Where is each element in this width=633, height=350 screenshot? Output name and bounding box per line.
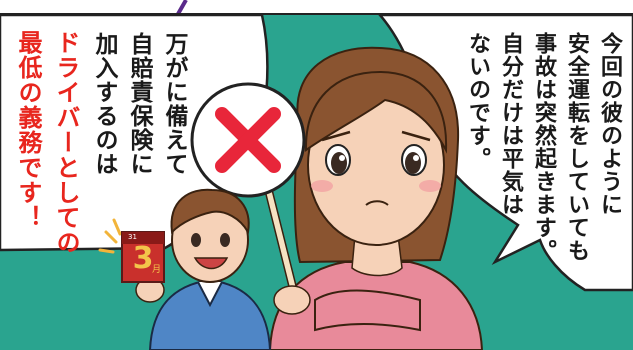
left-bubble-emphasis-1: ドライバーとしての [52,30,80,255]
calendar-icon [121,231,165,283]
x-mark-icon [215,107,281,173]
right-bubble-line-3: 事故は突然起きます。 [531,32,556,262]
right-bubble-line-4: 自分だけは平気は [498,32,523,216]
calendar-unit: 月 [152,265,162,275]
calendar-top: 31 [128,233,137,241]
left-bubble-line-1: 万がに備えて [161,32,187,176]
man-hair [170,188,250,235]
left-bubble-line-2: 自賠責保険に [126,32,152,176]
left-bubble-emphasis-2: 最低の義務です！ [14,30,42,230]
calendar-month: 3 [132,241,154,276]
right-bubble-line-1: 今回の彼のように [597,32,622,216]
right-bubble-line-5: ないのです。 [465,32,490,170]
left-bubble-line-3: 加入するのは [91,32,117,176]
right-bubble-line-2: 安全運転をしていても [564,32,589,262]
